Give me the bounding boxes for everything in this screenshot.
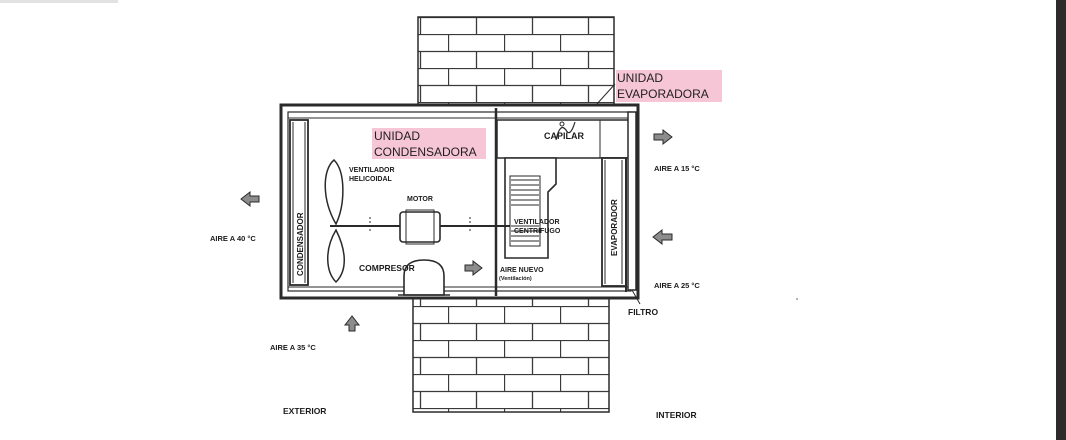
capillary-tube bbox=[555, 121, 576, 141]
arrow-aire-15 bbox=[653, 128, 673, 146]
speck bbox=[796, 298, 798, 300]
evaporador-label: EVAPORADOR bbox=[610, 199, 619, 256]
aire-nuevo-line1: AIRE NUEVO bbox=[500, 267, 544, 274]
capilar-label: CAPILAR bbox=[544, 131, 584, 141]
aire-25-label: AIRE A 25 °C bbox=[654, 281, 700, 290]
helical-fan bbox=[324, 158, 345, 284]
filter bbox=[627, 111, 637, 291]
evaporadora-leader bbox=[595, 83, 616, 106]
unidad-evaporadora-line1: UNIDAD bbox=[617, 71, 663, 85]
aire-15-label: AIRE A 15 °C bbox=[654, 164, 700, 173]
arrow-aire-25 bbox=[652, 228, 673, 246]
compresor-label: COMPRESOR bbox=[359, 263, 415, 273]
top-strip bbox=[0, 0, 118, 3]
arrow-aire-40 bbox=[240, 190, 260, 208]
condensadora-highlight bbox=[372, 128, 486, 159]
unidad-evaporadora-line2: EVAPORADORA bbox=[617, 87, 709, 101]
motor bbox=[399, 209, 441, 245]
interior-label: INTERIOR bbox=[656, 410, 697, 420]
ventilador-centrifugo-line1: VENTILADOR bbox=[514, 219, 560, 226]
ventilador-helicoidal-line1: VENTILADOR bbox=[349, 167, 395, 174]
motor-label: MOTOR bbox=[407, 196, 433, 203]
arrow-aire-35 bbox=[343, 315, 361, 332]
arrow-aire-nuevo bbox=[464, 259, 483, 277]
unidad-condensadora-line1: UNIDAD bbox=[374, 129, 420, 143]
ventilador-centrifugo-line2: CENTRIFUGO bbox=[514, 228, 561, 235]
unidad-condensadora-line2: CONDENSADORA bbox=[374, 145, 477, 159]
evaporator-coil bbox=[601, 157, 627, 292]
exterior-label: EXTERIOR bbox=[283, 406, 326, 416]
condensador-label: CONDENSADOR bbox=[296, 212, 305, 276]
ventilador-helicoidal-line2: HELICOIDAL bbox=[349, 176, 393, 183]
aire-nuevo-line2: (Ventilación) bbox=[499, 276, 532, 282]
filtro-label: FILTRO bbox=[628, 307, 658, 317]
aire-35-label: AIRE A 35 °C bbox=[270, 343, 316, 352]
compressor bbox=[398, 259, 450, 296]
wall-upper bbox=[417, 16, 615, 106]
scrollbar[interactable] bbox=[1056, 0, 1066, 440]
filtro-leader bbox=[631, 289, 641, 305]
evaporadora-highlight bbox=[616, 70, 722, 102]
centrifugal-fan bbox=[504, 157, 557, 259]
condenser-coil bbox=[289, 119, 309, 286]
wall-lower bbox=[412, 297, 610, 413]
aire-40-label: AIRE A 40 °C bbox=[210, 234, 256, 243]
